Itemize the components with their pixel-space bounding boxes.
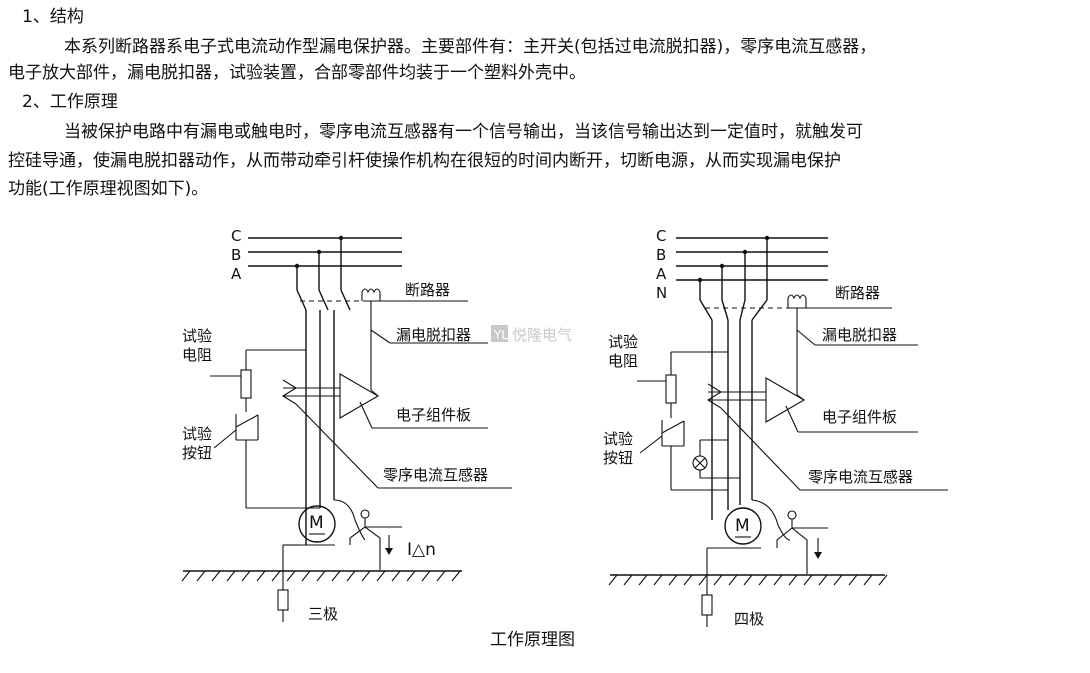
label-breaker: 断路器 bbox=[405, 281, 450, 299]
paragraph-principle-line2: 控硅导通，使漏电脱扣器动作，从而带动牵引杆使操作机构在很短的时间内断开，切断电源… bbox=[8, 151, 841, 171]
label-breaker: 断路器 bbox=[835, 284, 880, 302]
three-pole-diagram: C B A 断路器 漏电脱扣器 试验 电阻 bbox=[181, 227, 512, 623]
ground-resistor-icon bbox=[277, 589, 289, 611]
phase-label-n: N bbox=[656, 284, 667, 302]
brand-watermark-text: 悦隆电气 bbox=[512, 326, 572, 344]
person-icon bbox=[776, 527, 808, 574]
motor-icon bbox=[298, 505, 336, 543]
svg-text:YL: YL bbox=[493, 328, 508, 342]
test-resistor-icon bbox=[240, 369, 252, 399]
motor-icon bbox=[724, 507, 762, 545]
label-electronic-board: 电子组件板 bbox=[822, 408, 897, 426]
label-zero-sequence-ct: 零序电流互感器 bbox=[808, 468, 913, 486]
phase-label-a: A bbox=[656, 265, 667, 283]
trip-coil-icon bbox=[787, 294, 807, 308]
ct-core-icon bbox=[281, 379, 298, 405]
label-test-resistor-line2: 电阻 bbox=[608, 352, 638, 370]
amplifier-icon bbox=[339, 373, 380, 419]
label-test-resistor-line1: 试验 bbox=[182, 327, 212, 345]
label-test-resistor-line2: 电阻 bbox=[182, 346, 212, 364]
motor-label: M bbox=[735, 516, 750, 536]
caption-four-pole: 四极 bbox=[734, 610, 764, 628]
label-leakage-trip: 漏电脱扣器 bbox=[396, 326, 471, 344]
motor-label: M bbox=[309, 513, 324, 533]
paragraph-principle-line3: 功能(工作原理视图如下)。 bbox=[8, 179, 209, 199]
label-leak-current: I△n bbox=[407, 540, 436, 560]
phase-label-c: C bbox=[231, 227, 241, 245]
label-test-button-line1: 试验 bbox=[182, 425, 212, 443]
paragraph-principle-line1: 当被保护电路中有漏电或触电时，零序电流互感器有一个信号输出，当该信号输出达到一定… bbox=[64, 122, 863, 142]
phase-label-b: B bbox=[656, 246, 666, 264]
brand-watermark: YL 悦隆电气 bbox=[491, 325, 572, 344]
heading-principle: 2、工作原理 bbox=[22, 92, 118, 112]
caption-three-pole: 三极 bbox=[308, 605, 338, 623]
ct-core-icon bbox=[706, 383, 723, 409]
label-zero-sequence-ct: 零序电流互感器 bbox=[383, 466, 488, 484]
figure-title: 工作原理图 bbox=[490, 630, 575, 650]
label-test-button-line2: 按钮 bbox=[182, 444, 212, 462]
trip-coil-icon bbox=[361, 288, 381, 301]
test-resistor-icon bbox=[665, 374, 677, 404]
phase-label-c: C bbox=[656, 227, 666, 245]
phase-label-b: B bbox=[231, 246, 241, 264]
label-leakage-trip: 漏电脱扣器 bbox=[822, 326, 897, 344]
heading-structure: 1、结构 bbox=[22, 7, 84, 27]
label-test-button-line2: 按钮 bbox=[603, 449, 633, 467]
phase-label-a: A bbox=[231, 265, 242, 283]
label-test-button-line1: 试验 bbox=[603, 430, 633, 448]
label-test-resistor-line1: 试验 bbox=[608, 333, 638, 351]
leak-arrow-icon bbox=[385, 548, 393, 555]
label-electronic-board: 电子组件板 bbox=[396, 406, 471, 424]
four-pole-diagram: C B A N 断路器 漏电脱扣器 试验 电阻 bbox=[603, 227, 948, 628]
amplifier-icon bbox=[765, 377, 806, 423]
leak-arrow-icon bbox=[814, 552, 822, 559]
ground-resistor-icon bbox=[701, 594, 713, 616]
paragraph-structure-line1: 本系列断路器系电子式电流动作型漏电保护器。主要部件有：主开关(包括过电流脱扣器)… bbox=[64, 37, 877, 57]
person-icon bbox=[349, 526, 381, 570]
paragraph-structure-line2: 电子放大部件，漏电脱扣器，试验装置，合部零部件均装于一个塑料外壳中。 bbox=[8, 63, 586, 83]
brand-logo-icon bbox=[491, 325, 508, 342]
